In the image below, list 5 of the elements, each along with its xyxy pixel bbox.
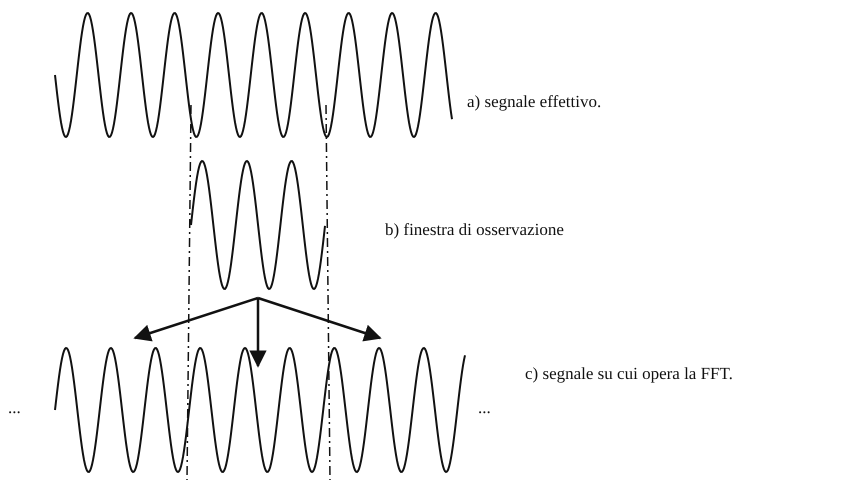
ellipsis: ...: [478, 398, 491, 418]
caption-text: b) finestra di osservazione: [385, 220, 564, 240]
caption-text: c) segnale su cui opera la FFT.: [525, 364, 733, 384]
caption-text: a) segnale effettivo.: [467, 92, 602, 112]
ellipsis: ...: [8, 398, 21, 418]
